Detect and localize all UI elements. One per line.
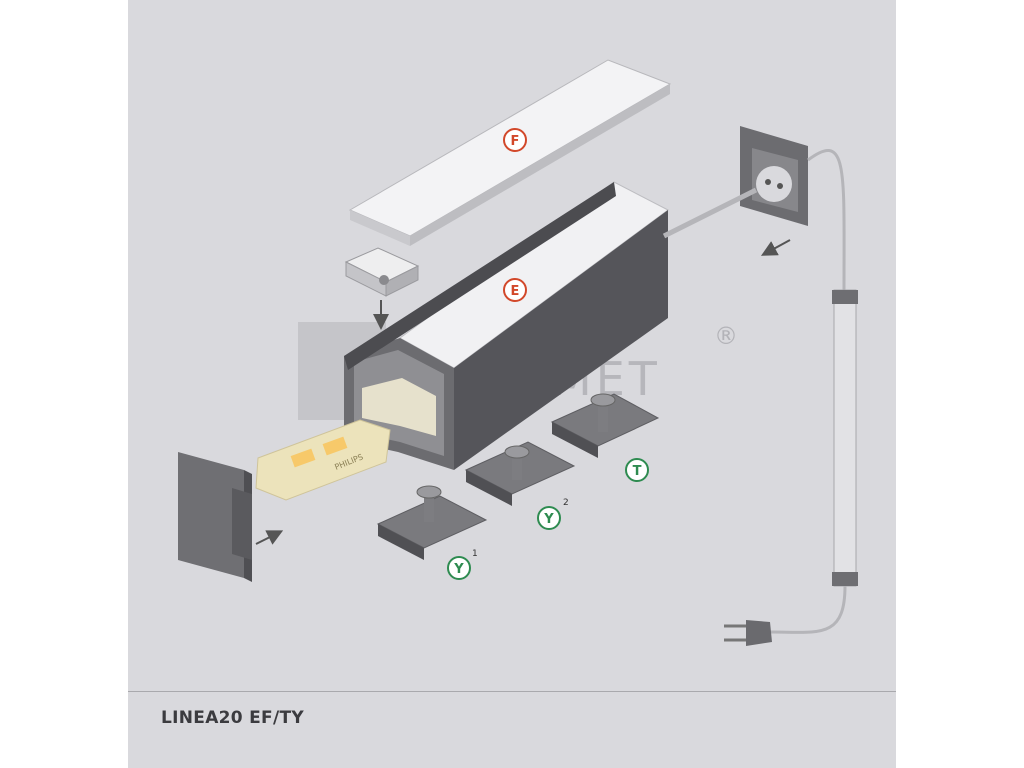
end-cap [178, 452, 252, 582]
power-cable-profile [662, 187, 758, 239]
power-cable-upper [807, 148, 846, 291]
label-f-badge: F [503, 128, 527, 152]
label-t-text: T [633, 464, 642, 479]
label-y1-badge: Y 1 [447, 549, 478, 580]
label-e-text: E [511, 284, 520, 299]
label-y2-superscript: 2 [563, 498, 569, 508]
bracket-y1 [376, 485, 488, 560]
label-y2-text: Y [543, 512, 554, 527]
power-cable-lower [769, 585, 847, 634]
label-t-badge: T [625, 458, 649, 482]
label-y1-superscript: 1 [472, 549, 478, 559]
plug [724, 620, 772, 646]
aluminium-profile-e [344, 181, 669, 470]
mounting-clip [344, 247, 420, 297]
bracket-t [550, 393, 660, 458]
bracket-y2 [464, 441, 576, 506]
product-caption: LINEA20 EF/TY [161, 708, 304, 728]
label-y1-text: Y [453, 562, 464, 577]
socket-arrow [760, 239, 791, 256]
label-y2-badge: Y 2 [537, 498, 569, 530]
wall-socket [740, 126, 808, 226]
exploded-diagram: PHILIPS [178, 59, 858, 646]
watermark-registered-mark: ® [714, 322, 738, 350]
end-cap-arrow [255, 530, 284, 545]
led-strip: PHILIPS [255, 419, 391, 501]
label-e-badge: E [503, 278, 527, 302]
caption-divider [128, 691, 896, 692]
diagram-panel: TOPMET ® [128, 0, 896, 768]
power-supply [832, 289, 858, 587]
label-f-text: F [511, 134, 520, 149]
